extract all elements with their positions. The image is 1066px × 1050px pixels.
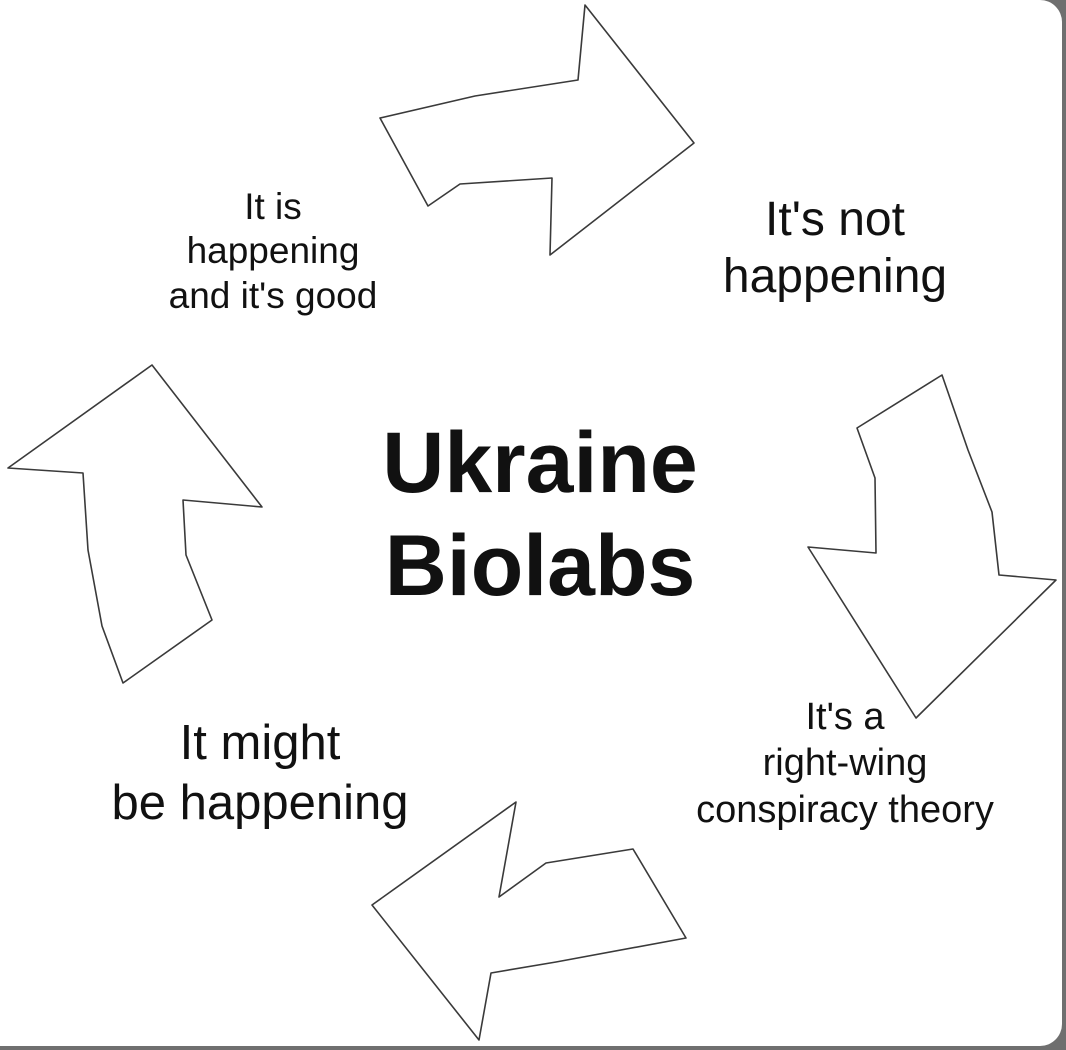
stage-line: be happening bbox=[111, 775, 409, 830]
stage-line: happening bbox=[186, 230, 360, 272]
arrow-bottom-left bbox=[371, 801, 687, 1041]
stage-its-not-happening: It's not happening bbox=[670, 192, 1000, 305]
stage-line: happening bbox=[722, 249, 948, 303]
central-topic-line-1: Ukraine bbox=[382, 415, 698, 511]
arrow-left-up bbox=[7, 364, 263, 684]
stage-right-wing-conspiracy-theory: It's a right-wing conspiracy theory bbox=[650, 694, 1040, 833]
stage-line: It is bbox=[244, 186, 302, 227]
stage-line: conspiracy theory bbox=[696, 788, 994, 831]
central-topic-line-2: Biolabs bbox=[384, 518, 696, 615]
stage-line: right-wing bbox=[762, 742, 928, 785]
arrow-right-down bbox=[807, 374, 1057, 719]
arrow-top-right bbox=[379, 4, 695, 256]
stage-it-is-happening-and-good: It is happening and it's good bbox=[128, 185, 418, 318]
stage-it-might-be-happening: It might be happening bbox=[60, 714, 460, 834]
stage-line: and it's good bbox=[168, 274, 378, 316]
stage-line: It's a bbox=[805, 696, 885, 738]
central-topic: Ukraine Biolabs bbox=[290, 412, 790, 618]
stage-line: It might bbox=[179, 716, 341, 770]
stage-line: It's not bbox=[765, 193, 905, 246]
